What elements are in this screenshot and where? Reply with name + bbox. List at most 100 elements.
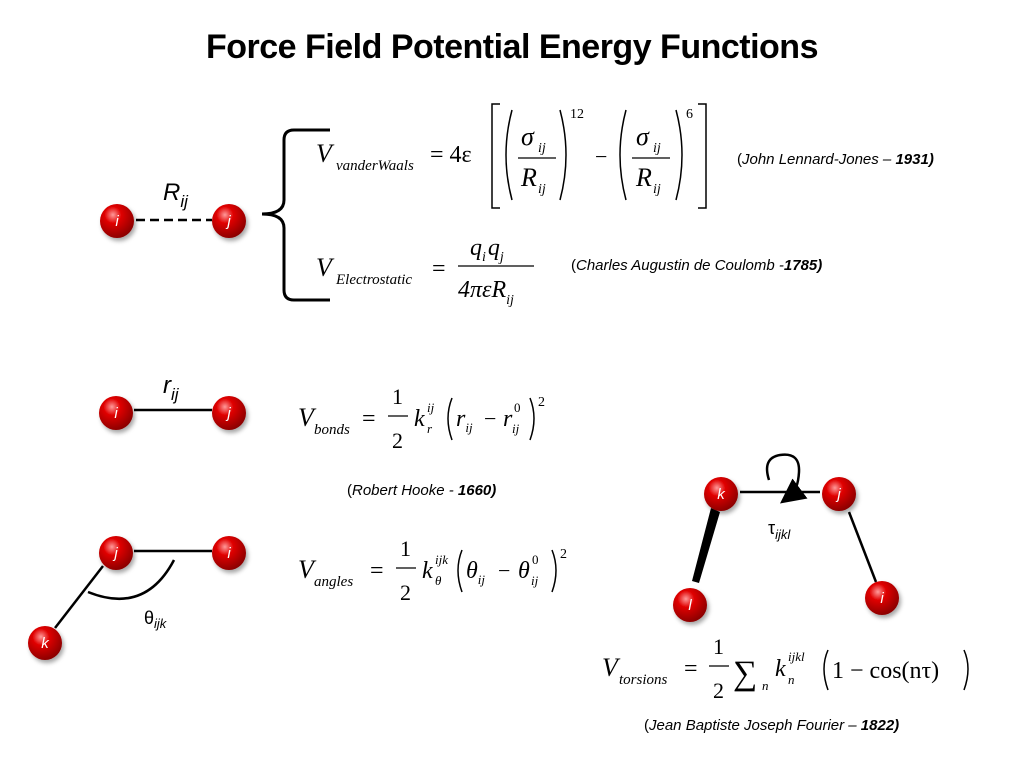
svg-text:i: i [880, 590, 884, 607]
torsions-k: k [775, 656, 786, 682]
elec-V: V [316, 253, 335, 282]
vdw-exp6: 6 [686, 107, 693, 122]
vdw-sigma-1: σ [521, 122, 535, 151]
bonds-term0: r [503, 406, 513, 432]
vdw-paren-right-1 [559, 109, 567, 201]
torsions-sub: torsions [619, 672, 668, 688]
bonds-sub: bonds [314, 422, 350, 438]
vdw-R-sub-2: ij [653, 182, 661, 197]
electrostatic-equation: V Electrostatic = qiqj 4πεRij [316, 235, 534, 308]
vdw-V: V [316, 139, 335, 168]
torsions-equation: V torsions = 1 2 ∑ n k ijkl n 1 − cos(nτ… [602, 634, 969, 703]
atom-i-torsion: i [865, 581, 899, 615]
svg-text:j: j [835, 486, 841, 503]
torsion-diagram: k j l i τijkl [673, 453, 899, 622]
bonds-k-sup: ij [427, 400, 435, 415]
vdw-paren-left-2 [619, 109, 627, 201]
vdw-minus: − [595, 144, 607, 169]
angles-term0: θ [518, 558, 530, 584]
distance-label-sub: ij [180, 192, 189, 211]
angles-minus: − [498, 558, 510, 583]
vdw-prefix: = 4ε [430, 142, 472, 168]
elec-numerator: qiqj [470, 235, 504, 265]
svg-text:i: i [114, 405, 118, 422]
nonbonded-pair: i j Rij [100, 179, 246, 238]
vdw-paren-left-1 [505, 109, 513, 201]
bonds-k-sub: r [427, 421, 433, 436]
angles-term0-sub: ij [531, 573, 539, 588]
torsions-two: 2 [713, 678, 724, 703]
vdw-R-2: R [635, 163, 652, 192]
angles-sub: angles [314, 574, 353, 590]
svg-text:j: j [112, 545, 118, 562]
angle-diagram: j i k θijk [28, 536, 246, 660]
atom-l-torsion: l [673, 588, 707, 622]
bonds-one: 1 [392, 384, 403, 409]
citation-hooke: (Robert Hooke - 1660) [347, 482, 497, 499]
angles-one: 1 [400, 536, 411, 561]
torsions-one: 1 [713, 634, 724, 659]
angles-equation: V angles = 1 2 k ijk θ θij − θ 0 ij 2 [298, 536, 567, 605]
torsion-label: τijkl [768, 518, 791, 542]
atom-j-torsion: j [822, 477, 856, 511]
elec-sub: Electrostatic [335, 272, 412, 288]
distance-label-main: R [163, 179, 180, 206]
vdw-bracket-right [698, 103, 707, 209]
torsions-eq: = [684, 656, 698, 682]
torsion-bond-ji [847, 511, 878, 583]
atom-label: j [225, 213, 231, 230]
bond-pair: i j rij [99, 372, 246, 430]
vdw-sigma-2: σ [636, 122, 650, 151]
vdw-equation: V vanderWaals = 4ε σ ij R ij 12 − σ ij R… [316, 103, 707, 209]
citation-fourier: (Jean Baptiste Joseph Fourier – 1822) [644, 717, 900, 734]
angle-arc [87, 559, 176, 600]
torsion-rotation-arrow [765, 453, 808, 504]
elec-denominator: 4πεRij [458, 277, 514, 308]
bonds-term0-sup: 0 [514, 400, 521, 415]
svg-text:j: j [225, 405, 231, 422]
angle-label: θijk [144, 608, 168, 631]
angles-eq: = [370, 558, 384, 584]
atom-i-bond: i [99, 396, 133, 430]
atom-k-angle: k [28, 626, 62, 660]
atom-i-angle: i [212, 536, 246, 570]
angle-bond-jk [54, 565, 104, 629]
angles-term: θij [466, 558, 485, 587]
atom-j-angle: j [99, 536, 133, 570]
bond-length-label: rij [163, 372, 180, 404]
citation-coulomb: (Charles Augustin de Coulomb -1785) [571, 257, 823, 274]
bonds-equation: V bonds = 1 2 k ij r rij − r 0 ij 2 [298, 384, 545, 453]
atom-k-torsion: k [704, 477, 738, 511]
vdw-bracket-left [491, 103, 500, 209]
citation-lennard-jones: (John Lennard-Jones – 1931) [737, 151, 934, 168]
bonds-V: V [298, 403, 317, 432]
angles-k: k [422, 558, 433, 584]
distance-label-R: Rij [163, 179, 189, 211]
torsion-wedge-bond-kl [692, 508, 720, 583]
torsions-k-sup: ijkl [788, 649, 805, 664]
bonds-eq: = [362, 406, 376, 432]
angles-k-sup: ijk [435, 552, 448, 567]
vdw-exp12: 12 [570, 107, 584, 122]
angles-exp: 2 [560, 547, 567, 562]
grouping-brace [261, 128, 330, 302]
vdw-sigma-sub-1: ij [538, 141, 546, 156]
angles-k-sub: θ [435, 573, 442, 588]
page-title: Force Field Potential Energy Functions [206, 28, 818, 66]
torsions-k-sub: n [788, 672, 795, 687]
svg-text:k: k [41, 635, 50, 652]
bonds-term: rij [456, 406, 473, 435]
vdw-sub: vanderWaals [336, 158, 414, 174]
vdw-paren-right-2 [675, 109, 683, 201]
svg-text:i: i [227, 545, 231, 562]
bonds-minus: − [484, 406, 496, 431]
torsions-body: 1 − cos(nτ) [832, 658, 939, 684]
bonds-k: k [414, 406, 425, 432]
angles-term0-sup: 0 [532, 552, 539, 567]
svg-text:l: l [688, 597, 692, 614]
torsions-sum-sub: n [762, 678, 769, 693]
bonds-two: 2 [392, 428, 403, 453]
atom-label: i [115, 213, 119, 230]
bonds-exp: 2 [538, 395, 545, 410]
